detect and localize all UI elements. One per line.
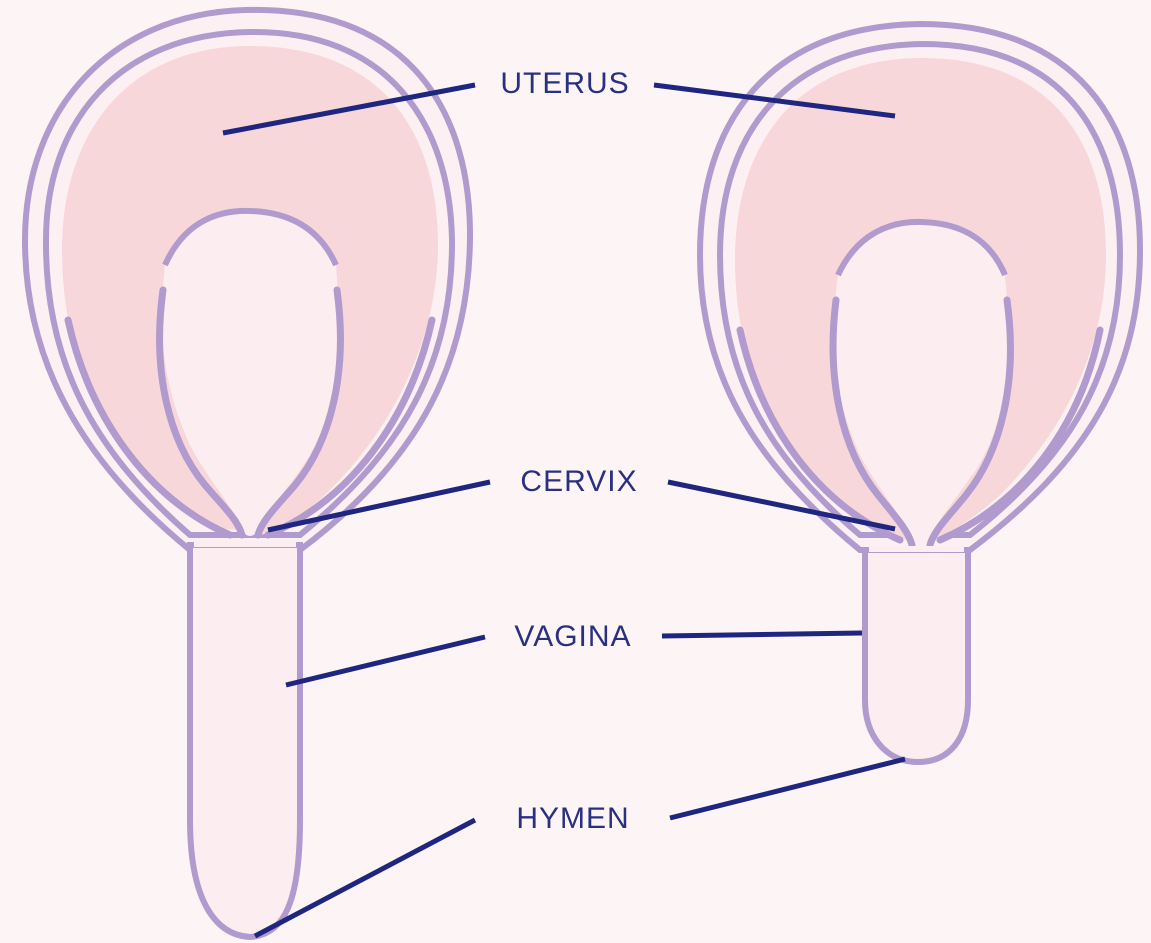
left-anatomy bbox=[25, 10, 470, 937]
hymen-leader-right bbox=[670, 759, 905, 818]
vagina-leader-left bbox=[286, 637, 485, 685]
cervix-label: CERVIX bbox=[479, 464, 679, 500]
vagina-label: VAGINA bbox=[473, 619, 673, 655]
left-vagina bbox=[190, 545, 300, 937]
uterus-label: UTERUS bbox=[465, 66, 665, 102]
right-vagina bbox=[865, 550, 968, 762]
right-anatomy bbox=[700, 24, 1140, 762]
hymen-label: HYMEN bbox=[473, 801, 673, 837]
vagina-leader-right bbox=[662, 633, 862, 636]
